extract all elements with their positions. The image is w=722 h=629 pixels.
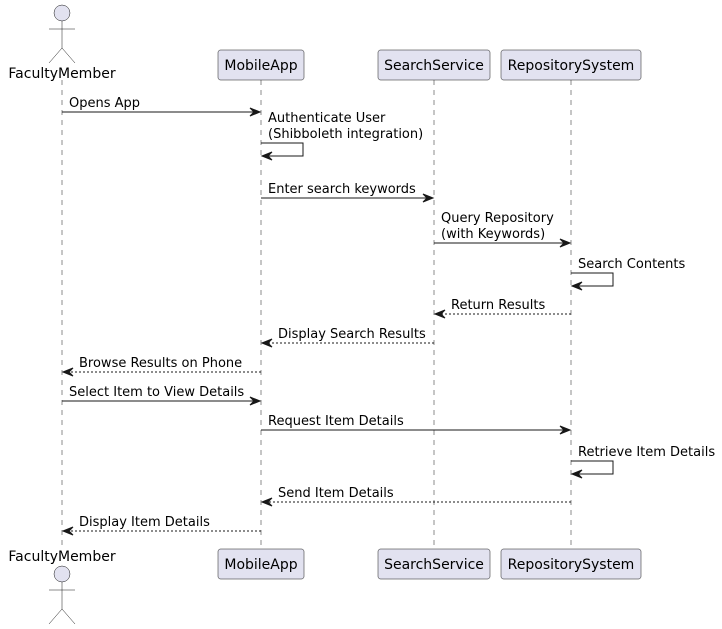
actor-head-icon (53, 4, 71, 22)
participant-mobileapp-bottom: MobileApp (217, 548, 305, 580)
message-label: Select Item to View Details (69, 385, 244, 400)
arrow-head-icon (260, 338, 273, 348)
message-label: Browse Results on Phone (79, 356, 242, 371)
message-line (571, 460, 614, 475)
message-label: Send Item Details (278, 486, 394, 501)
participant-label: RepositorySystem (508, 58, 635, 74)
message-label: Request Item Details (268, 414, 404, 429)
message-display-search-results: Display Search Results (260, 327, 434, 348)
message-select-item-to-view-details: Select Item to View Details (62, 385, 262, 406)
participant-label: SearchService (384, 58, 484, 74)
actor-body-icon (48, 582, 76, 625)
message-label: Return Results (451, 298, 545, 313)
actor-head-icon (53, 565, 71, 583)
arrow-head-icon (559, 238, 572, 248)
message-search-contents: Search Contents (570, 257, 685, 291)
actor-facultymember-top: FacultyMember (8, 4, 116, 82)
participant-label: RepositorySystem (508, 557, 635, 573)
message-label: Display Search Results (278, 327, 426, 342)
actor-facultymember-bottom: FacultyMember (8, 549, 116, 625)
arrow-head-icon (260, 151, 273, 161)
participant-searchservice-bottom: SearchService (377, 548, 491, 580)
message-opens-app: Opens App (62, 96, 262, 117)
message-enter-search-keywords: Enter search keywords (261, 182, 435, 203)
message-authenticate-user-shibboleth-integration: Authenticate User(Shibboleth integration… (260, 111, 423, 161)
participant-repositorysystem-bottom: RepositorySystem (500, 548, 642, 580)
participant-headers-top: FacultyMember MobileApp SearchService Repos… (8, 4, 642, 82)
message-line (571, 272, 614, 287)
participant-label: SearchService (384, 557, 484, 573)
message-send-item-details: Send Item Details (260, 486, 571, 507)
participant-mobileapp-top: MobileApp (217, 49, 305, 81)
participant-label: MobileApp (224, 557, 297, 573)
message-label: Retrieve Item Details (578, 445, 715, 460)
message-return-results: Return Results (433, 298, 571, 319)
participant-box (500, 49, 642, 81)
message-line (261, 142, 304, 157)
arrow-head-icon (61, 367, 74, 377)
arrow-head-icon (260, 497, 273, 507)
message-label: Display Item Details (79, 515, 210, 530)
actor-body-icon (48, 21, 76, 64)
participant-repositorysystem-top: RepositorySystem (500, 49, 642, 81)
arrow-head-icon (249, 396, 262, 406)
message-display-item-details: Display Item Details (61, 515, 261, 536)
participant-box (500, 548, 642, 580)
message-label: Search Contents (578, 257, 685, 272)
participant-box (377, 548, 491, 580)
arrow-head-icon (433, 309, 446, 319)
message-label: Opens App (69, 96, 140, 111)
arrow-head-icon (422, 193, 435, 203)
message-label: (with Keywords) (441, 227, 545, 242)
participant-label: MobileApp (224, 58, 297, 74)
message-request-item-details: Request Item Details (261, 414, 572, 435)
arrow-head-icon (570, 281, 583, 291)
arrow-head-icon (249, 107, 262, 117)
arrow-head-icon (559, 425, 572, 435)
message-label: Authenticate User (268, 111, 386, 126)
arrow-head-icon (61, 526, 74, 536)
message-label: Query Repository (441, 211, 554, 226)
message-label: (Shibboleth integration) (268, 127, 423, 142)
message-browse-results-on-phone: Browse Results on Phone (61, 356, 261, 377)
participant-box (217, 548, 305, 580)
participant-box (217, 49, 305, 81)
actor-label: FacultyMember (8, 549, 115, 565)
arrow-head-icon (570, 469, 583, 479)
message-retrieve-item-details: Retrieve Item Details (570, 445, 715, 479)
actor-label: FacultyMember (8, 66, 115, 82)
message-label: Enter search keywords (268, 182, 416, 197)
participant-searchservice-top: SearchService (377, 49, 491, 81)
message-query-repository-with-keywords: Query Repository(with Keywords) (434, 211, 572, 248)
participant-box (377, 49, 491, 81)
